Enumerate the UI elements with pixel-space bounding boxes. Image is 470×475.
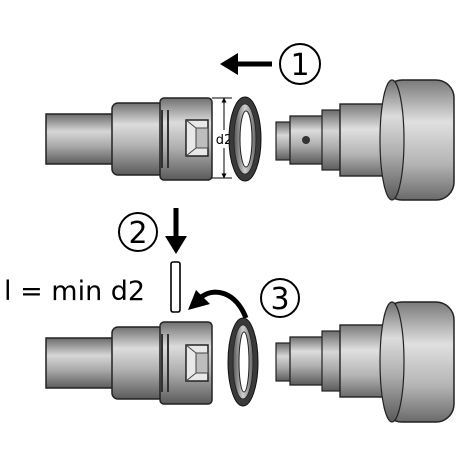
- top-assembly: d2: [45, 79, 455, 201]
- left-arrow-head-icon: [220, 53, 238, 75]
- bottom-shaft: [45, 337, 119, 389]
- step-3-circle: [260, 278, 300, 318]
- retaining-pin: [170, 261, 181, 313]
- step-3: 3: [188, 278, 300, 319]
- top-shaft: [45, 113, 119, 165]
- top-o-ring: [228, 96, 262, 182]
- pin-length: l = min d2: [4, 261, 181, 313]
- step-2-number: 2: [128, 216, 147, 251]
- curved-arrow-head-icon: [188, 290, 210, 310]
- step-1: 1: [220, 43, 321, 85]
- step-3-number: 3: [270, 282, 289, 317]
- down-arrow-head-icon: [165, 236, 187, 254]
- bottom-drive-tool: [275, 301, 455, 423]
- step-2: 2: [118, 208, 187, 254]
- top-drive-tool: [275, 79, 455, 201]
- step-1-number: 1: [290, 48, 309, 83]
- dimension-d2: d2: [212, 97, 233, 179]
- bottom-o-ring: [227, 317, 259, 407]
- curved-arrow-icon: [198, 289, 249, 319]
- dimension-label: d2: [216, 133, 233, 148]
- bottom-assembly: [45, 301, 455, 423]
- bottom-socket: [111, 321, 213, 405]
- formula-label: l = min d2: [4, 276, 145, 307]
- step-1-circle: [279, 43, 321, 85]
- step-2-circle: [118, 212, 158, 252]
- top-socket: [111, 97, 213, 181]
